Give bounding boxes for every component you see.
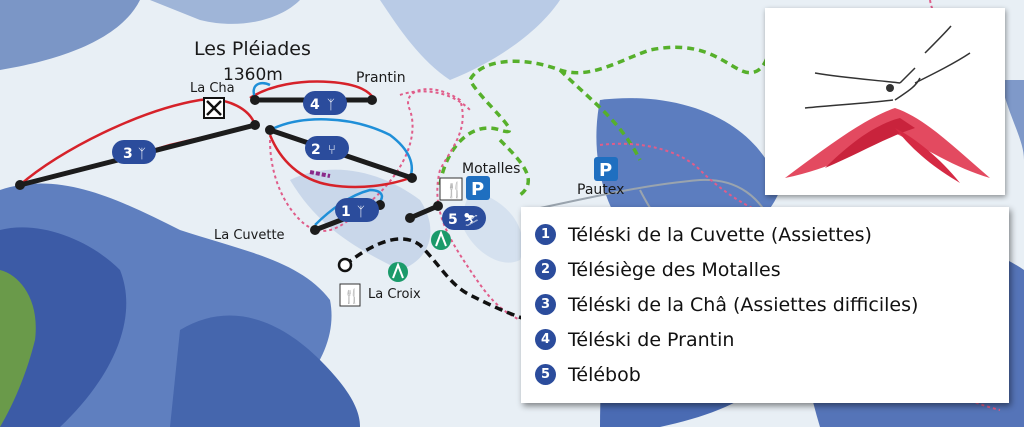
place-label-pautex: Pautex <box>577 182 625 198</box>
place-label-prantin: Prantin <box>356 70 406 86</box>
legend-number-badge: 2 <box>535 259 556 280</box>
svg-text:🍴: 🍴 <box>445 181 464 199</box>
legend-number-badge: 5 <box>535 364 556 385</box>
svg-text:P: P <box>471 179 484 200</box>
lift-marker: 1 <box>341 204 351 220</box>
parking-icon[interactable]: P <box>466 176 490 200</box>
lift-badge[interactable]: 4 ᛉ <box>303 91 347 115</box>
legend-item-label: Téléski de la Cuvette (Assiettes) <box>568 223 872 246</box>
ski-lift-icon: ᛉ <box>327 98 335 113</box>
lift-badge[interactable]: 2 ⑂ <box>305 136 349 160</box>
ski-lift-icon: ᛉ <box>138 147 146 162</box>
place-label-la-cuvette: La Cuvette <box>214 228 285 243</box>
legend-number-badge: 4 <box>535 329 556 350</box>
skier-icon <box>785 25 990 183</box>
lift-badge[interactable]: 1 ᛉ <box>335 198 379 222</box>
legend-item-label: Télésiège des Motalles <box>568 258 781 281</box>
legend-item-label: Télébob <box>568 363 641 386</box>
legend-item: 3 Téléski de la Châ (Assiettes difficile… <box>535 287 1009 322</box>
legend-item: 5 Télébob <box>535 357 1009 392</box>
lift-badge[interactable]: 5 ⛷ <box>442 206 486 230</box>
lift-badge[interactable]: 3 ᛉ <box>112 140 156 164</box>
legend-item-label: Téléski de la Châ (Assiettes difficiles) <box>568 293 919 316</box>
sledge-icon[interactable] <box>431 230 451 250</box>
sledge-icon: ⛷ <box>463 213 480 228</box>
legend-item: 4 Téléski de Prantin <box>535 322 1009 357</box>
legend-item: 2 Télésiège des Motalles <box>535 252 1009 287</box>
place-label-la-croix: La Croix <box>368 287 421 302</box>
parking-icon[interactable]: P <box>594 157 618 181</box>
green-trail <box>438 39 772 197</box>
road <box>529 178 771 221</box>
chairlift-icon: ⑂ <box>328 143 336 158</box>
lift-marker: 5 <box>448 212 458 228</box>
map-legend: 1 Téléski de la Cuvette (Assiettes) 2 Té… <box>521 207 1009 403</box>
legend-item: 1 Téléski de la Cuvette (Assiettes) <box>535 217 1009 252</box>
place-label-motalles: Motalles <box>462 161 521 177</box>
altitude-label: 1360m <box>223 65 283 85</box>
summit-cross-icon <box>203 97 225 119</box>
legend-number-badge: 1 <box>535 224 556 245</box>
svg-text:P: P <box>599 160 612 181</box>
valley-green <box>0 270 36 427</box>
lift-marker: 4 <box>310 97 320 113</box>
skier-illustration <box>765 8 1005 195</box>
blue-slope <box>252 81 414 226</box>
legend-number-badge: 3 <box>535 294 556 315</box>
black-trail <box>343 237 523 320</box>
lift-marker: 2 <box>311 142 321 158</box>
place-label-la-cha: La Cha <box>190 81 235 96</box>
mountain-shading <box>0 0 140 70</box>
ski-lift-icon: ᛉ <box>357 205 365 220</box>
restaurant-icon[interactable]: 🍴 <box>339 283 361 307</box>
summit-label: Les Pléiades <box>194 38 311 60</box>
restaurant-icon[interactable]: 🍴 <box>439 177 464 201</box>
sledge-icon[interactable] <box>388 262 408 282</box>
svg-text:🍴: 🍴 <box>343 288 360 305</box>
legend-item-label: Téléski de Prantin <box>568 328 735 351</box>
lift-marker: 3 <box>123 146 133 162</box>
